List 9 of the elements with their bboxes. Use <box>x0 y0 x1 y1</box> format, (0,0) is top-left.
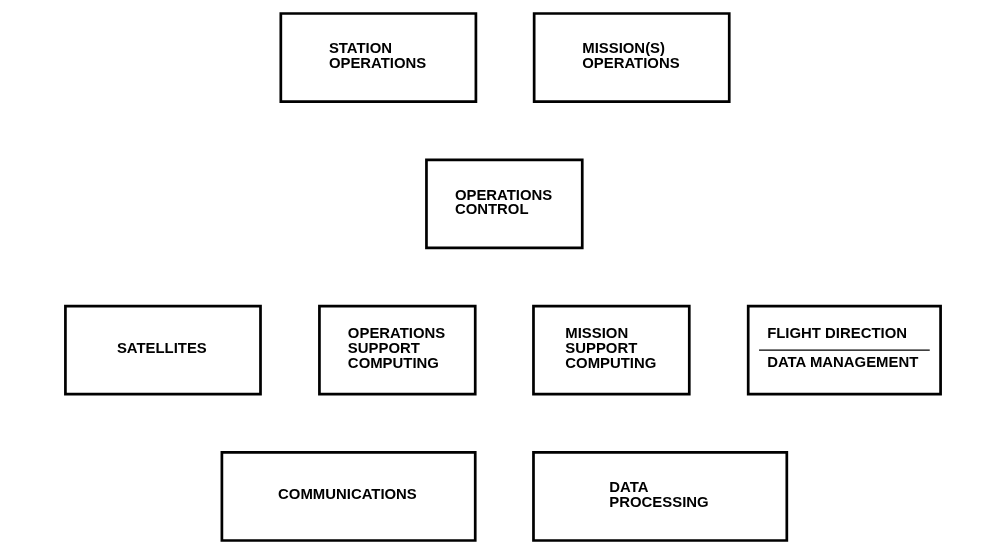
node-box: STATION OPERATIONS <box>279 12 478 103</box>
node-box: MISSION SUPPORT COMPUTING <box>532 304 691 396</box>
node-box: DATA PROCESSING <box>532 451 789 542</box>
node-box: COMMUNICATIONS <box>220 451 477 542</box>
node-box: FLIGHT DIRECTION DATA MANAGEMENT <box>746 304 942 396</box>
node-box: OPERATIONS CONTROL <box>425 158 584 250</box>
node-box: MISSION(S) OPERATIONS <box>532 12 731 103</box>
node-box: SATELLITES <box>64 304 262 396</box>
node-box: OPERATIONS SUPPORT COMPUTING <box>318 304 477 396</box>
